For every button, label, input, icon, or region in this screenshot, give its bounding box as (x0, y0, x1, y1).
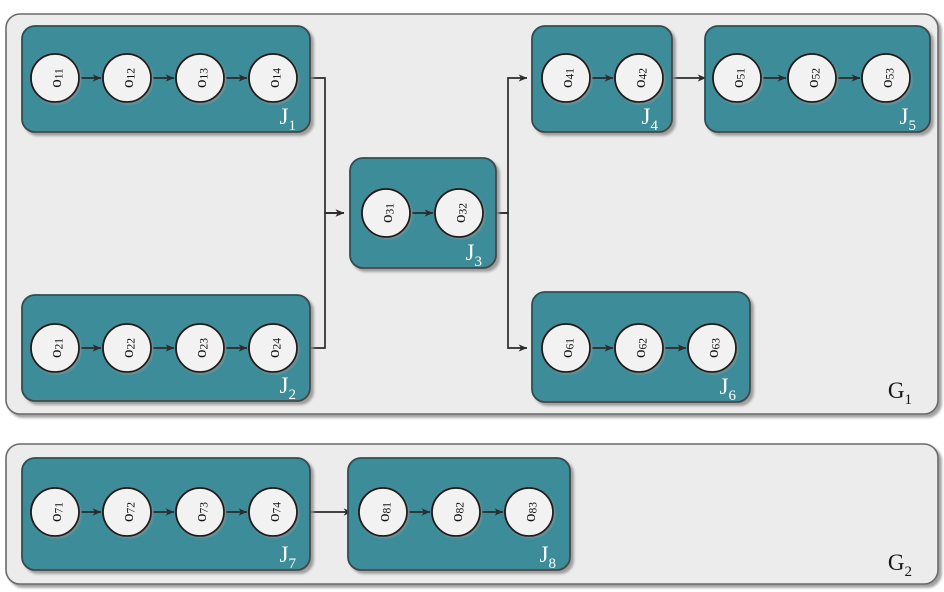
node-circle (175, 53, 225, 103)
operation-node-o12[interactable]: o12 (102, 53, 152, 103)
node-label: o52 (803, 68, 823, 88)
node-label: o41 (557, 68, 577, 88)
operation-node-o31[interactable]: o31 (361, 188, 411, 238)
node-label: o13 (191, 68, 211, 88)
node-label: o24 (264, 338, 284, 358)
job-label-j3: J3 (466, 240, 482, 270)
node-circle (614, 53, 664, 103)
node-label: o62 (630, 338, 650, 358)
node-label: o53 (877, 68, 897, 88)
node-circle (861, 53, 911, 103)
node-circle (687, 323, 737, 373)
job-label-j1: J1 (280, 104, 296, 134)
operation-node-o41[interactable]: o41 (541, 53, 591, 103)
node-label: o72 (118, 502, 138, 522)
operation-node-o61[interactable]: o61 (541, 323, 591, 373)
job-box (531, 25, 673, 133)
arrow-j2-to-j3 (297, 209, 345, 349)
job-label-j6: J6 (720, 374, 737, 404)
operation-node-o42[interactable]: o42 (614, 53, 664, 103)
group-label-g2: G2 (888, 550, 912, 580)
node-circle (30, 53, 80, 103)
node-label: o74 (264, 502, 284, 522)
node-label: o32 (450, 203, 470, 223)
node-label: o71 (46, 502, 66, 522)
operation-node-o24[interactable]: o24 (248, 323, 298, 373)
node-label: o11 (46, 68, 66, 88)
node-circle (102, 53, 152, 103)
job-label-j8: J8 (540, 542, 556, 572)
job-label-j7: J7 (280, 542, 297, 572)
node-label: o31 (377, 203, 397, 223)
group-label-g1: G1 (888, 378, 912, 408)
operation-node-o83[interactable]: o83 (504, 487, 554, 537)
operation-node-o14[interactable]: o14 (248, 53, 298, 103)
job-label-j2: J2 (280, 373, 296, 403)
node-circle (541, 323, 591, 373)
operation-node-o53[interactable]: o53 (861, 53, 911, 103)
node-circle (30, 323, 80, 373)
operation-node-o32[interactable]: o32 (434, 188, 484, 238)
node-label: o81 (374, 502, 394, 522)
node-circle (504, 487, 554, 537)
node-circle (541, 53, 591, 103)
operation-node-o82[interactable]: o82 (431, 487, 481, 537)
operation-node-o21[interactable]: o21 (30, 323, 80, 373)
node-circle (102, 323, 152, 373)
job-label-j4: J4 (642, 104, 659, 134)
node-label: o61 (557, 338, 577, 358)
node-label: o73 (191, 502, 211, 522)
node-label: o21 (46, 338, 66, 358)
node-circle (248, 487, 298, 537)
node-label: o82 (447, 502, 467, 522)
node-circle (248, 323, 298, 373)
node-label: o12 (118, 68, 138, 88)
operation-node-o22[interactable]: o22 (102, 323, 152, 373)
node-label: o83 (520, 502, 540, 522)
operation-node-o52[interactable]: o52 (787, 53, 837, 103)
operation-node-o23[interactable]: o23 (175, 323, 225, 373)
node-circle (358, 487, 408, 537)
node-label: o23 (191, 338, 211, 358)
node-circle (248, 53, 298, 103)
node-circle (361, 188, 411, 238)
intra-job-arrows-layer (81, 74, 861, 516)
node-circle (175, 323, 225, 373)
node-circle (431, 487, 481, 537)
node-circle (614, 323, 664, 373)
operation-node-o81[interactable]: o81 (358, 487, 408, 537)
operation-node-o72[interactable]: o72 (102, 487, 152, 537)
node-circle (787, 53, 837, 103)
operation-node-o11[interactable]: o11 (30, 53, 80, 103)
inter-job-arrows-layer (297, 74, 707, 516)
operation-node-o51[interactable]: o51 (712, 53, 762, 103)
node-circle (102, 487, 152, 537)
operation-nodes-layer: o11 o12 o13 o14 o21 o22 o23 o24 o31 o32 o41 o42 o51 o… (30, 53, 911, 537)
arrow-j3-to-j6 (496, 212, 528, 352)
operation-node-o62[interactable]: o62 (614, 323, 664, 373)
operation-node-o73[interactable]: o73 (175, 487, 225, 537)
node-circle (30, 487, 80, 537)
operation-node-o74[interactable]: o74 (248, 487, 298, 537)
job-j4[interactable]: J4 (531, 25, 673, 134)
operation-node-o13[interactable]: o13 (175, 53, 225, 103)
operation-node-o71[interactable]: o71 (30, 487, 80, 537)
node-label: o63 (703, 338, 723, 358)
node-circle (175, 487, 225, 537)
node-label: o51 (728, 68, 748, 88)
operation-node-o63[interactable]: o63 (687, 323, 737, 373)
node-label: o22 (118, 338, 138, 358)
node-label: o42 (630, 68, 650, 88)
job-label-j5: J5 (900, 104, 916, 134)
node-label: o14 (264, 68, 284, 88)
node-circle (434, 188, 484, 238)
node-circle (712, 53, 762, 103)
